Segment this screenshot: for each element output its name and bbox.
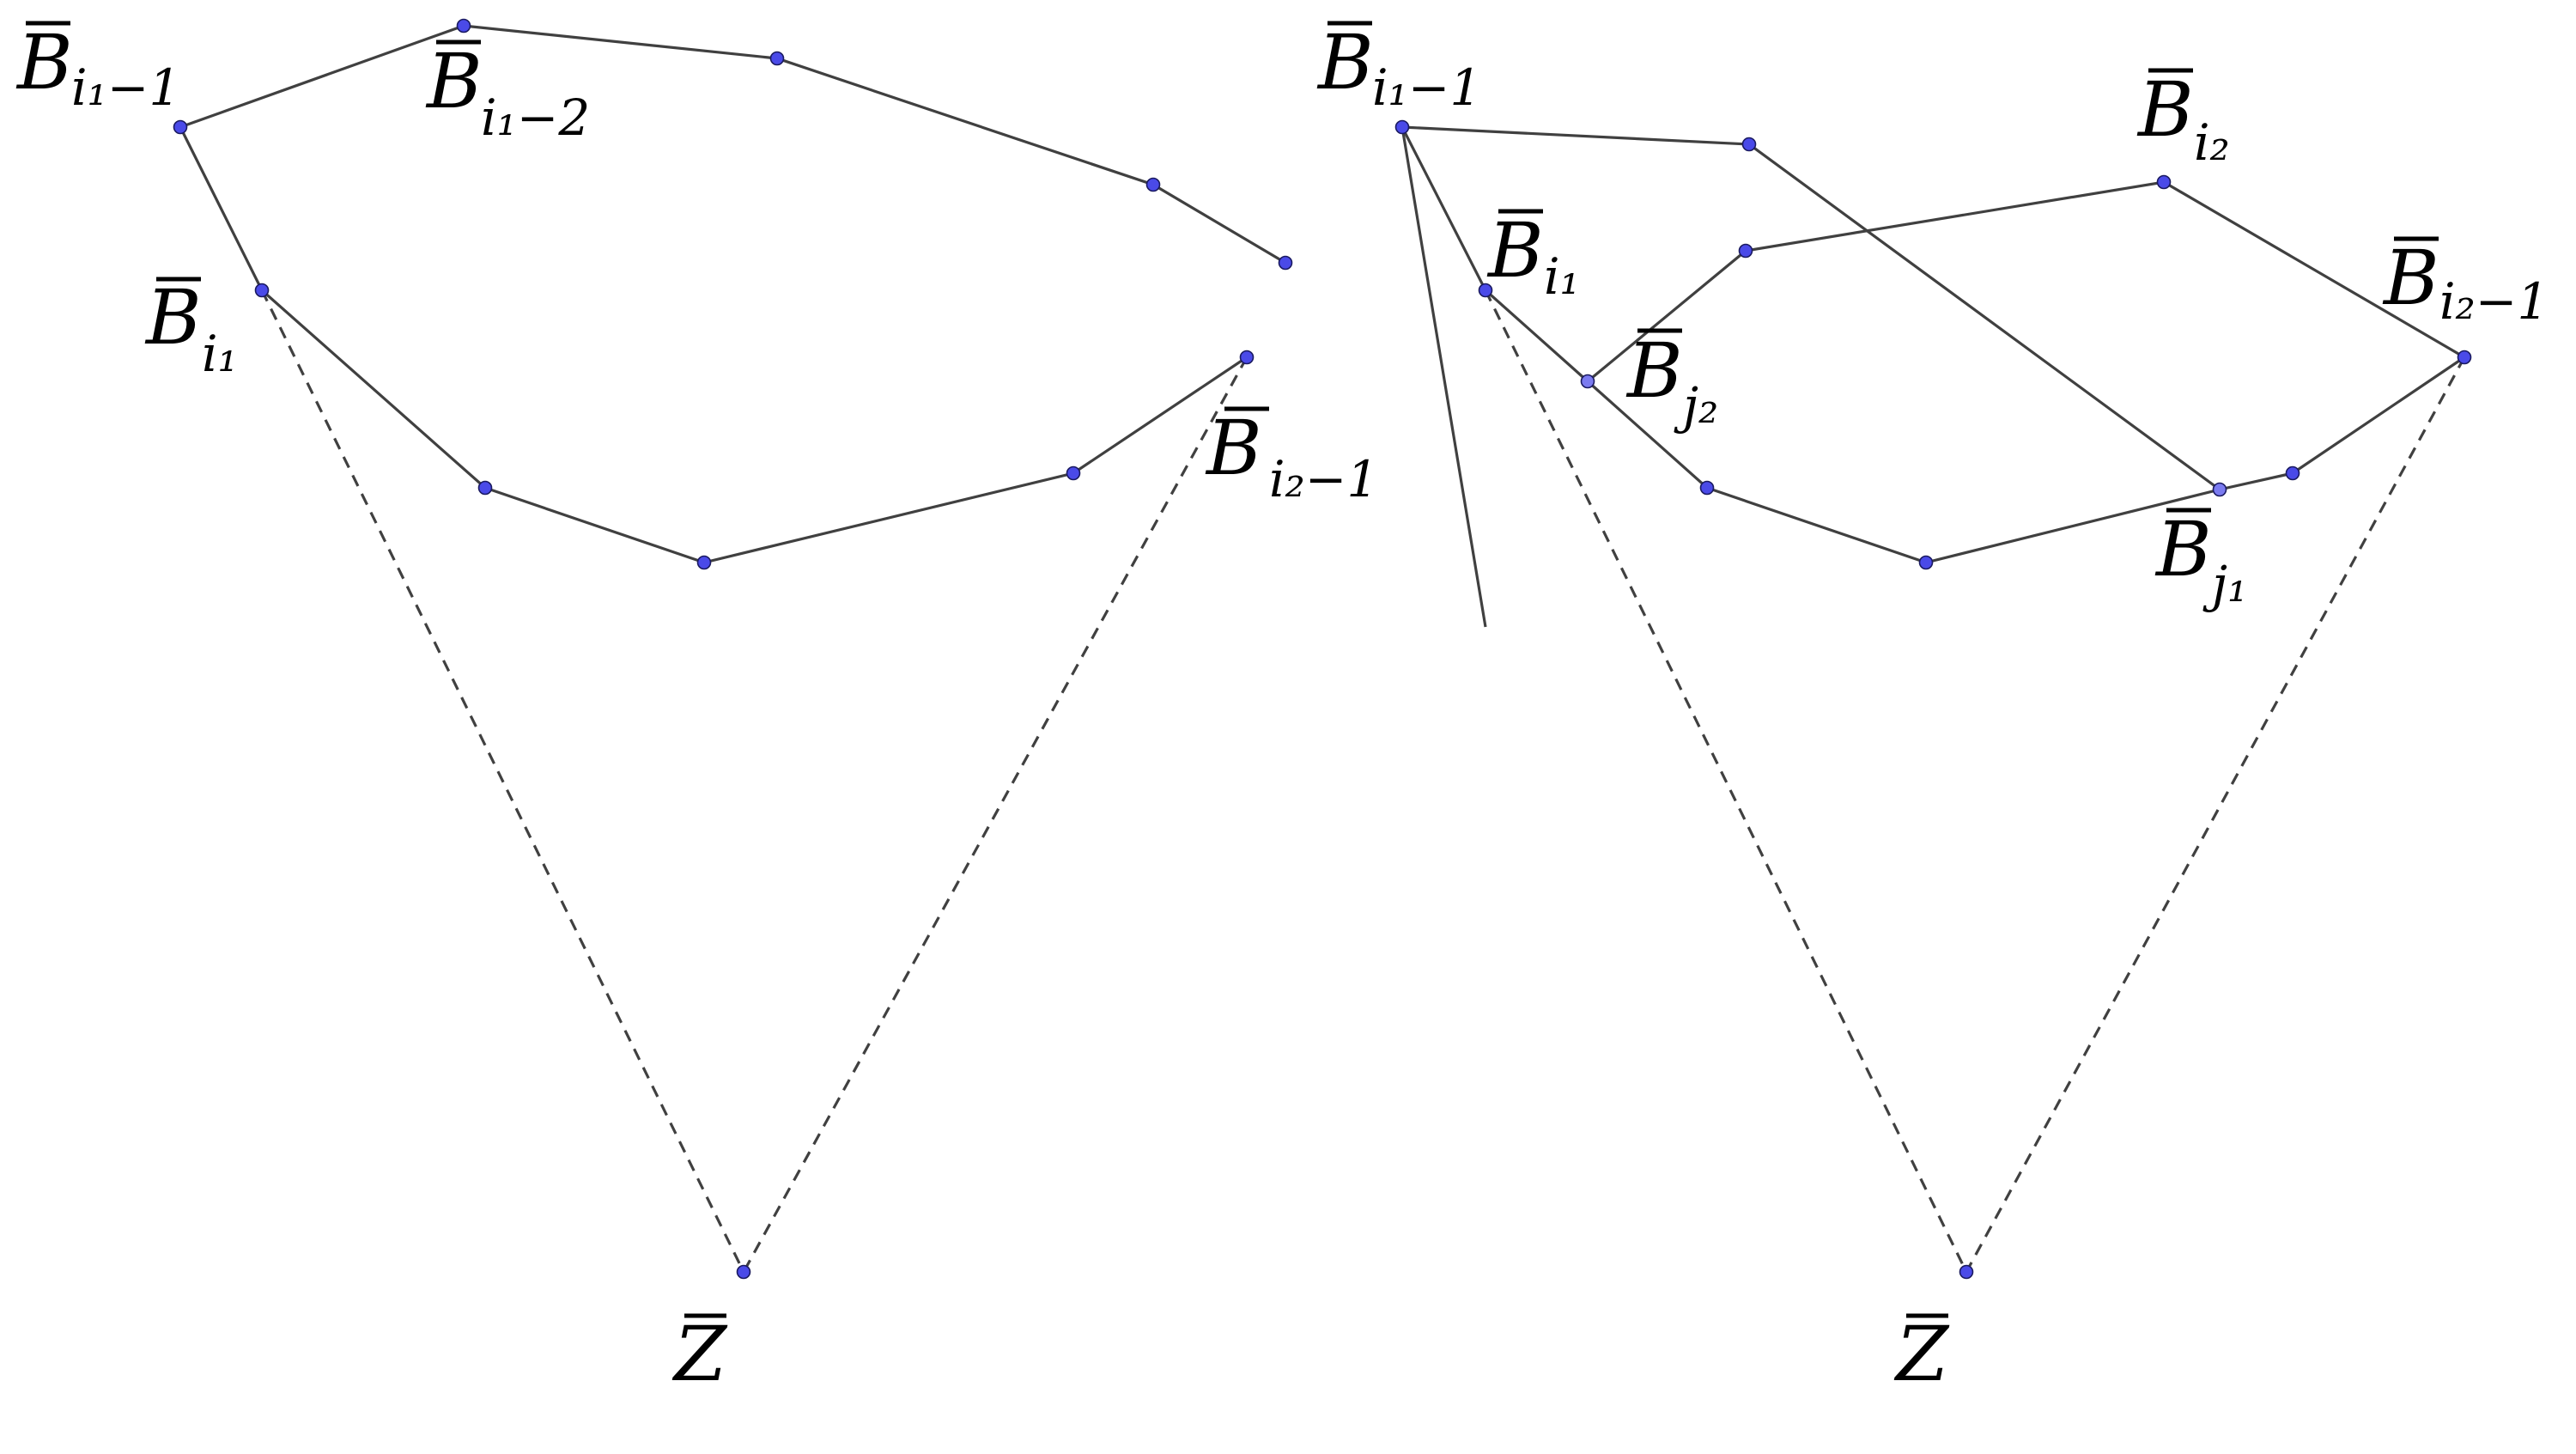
right-lower-chain bbox=[1400, 126, 2465, 564]
svg-text:Z: Z bbox=[1893, 1310, 1950, 1398]
left-point-b-i1 bbox=[254, 283, 270, 298]
right-point-lower-1 bbox=[1699, 480, 1715, 496]
svg-text:B: B bbox=[2154, 505, 2212, 593]
left-figure: B i₁−1 B i₁−2 B i₁ B i₂−1 Z bbox=[15, 18, 1378, 1398]
left-point-upper-4 bbox=[1145, 177, 1161, 192]
svg-text:B: B bbox=[144, 273, 202, 362]
right-point-b-j1 bbox=[2212, 482, 2227, 497]
right-label-b-i1: B i₁ bbox=[1486, 206, 1580, 306]
left-dashed-line-2 bbox=[742, 356, 1249, 1273]
right-dashed-line-1 bbox=[1484, 289, 1968, 1273]
right-point-b-i1-minus-1 bbox=[1394, 119, 1410, 135]
left-label-b-i1-minus-1: B i₁−1 bbox=[15, 18, 180, 117]
right-label-b-i2: B i₂ bbox=[2136, 65, 2230, 172]
right-point-b-i1 bbox=[1478, 283, 1493, 298]
left-point-b-i2-minus-1 bbox=[1239, 350, 1255, 365]
left-dashed-line-1 bbox=[260, 289, 745, 1273]
right-point-lower-4 bbox=[2285, 465, 2300, 481]
right-figure: B i₁−1 B i₁ B j₂ B i₂ B i₂−1 B j₁ bbox=[1316, 18, 2549, 1398]
left-point-lower-3 bbox=[696, 555, 712, 570]
svg-text:B: B bbox=[2382, 234, 2439, 322]
svg-text:i₁: i₁ bbox=[202, 325, 238, 383]
right-point-inner-2 bbox=[1738, 243, 1753, 259]
left-point-lower-2 bbox=[477, 480, 493, 496]
svg-text:B: B bbox=[1486, 206, 1544, 295]
right-dashed-line-2 bbox=[1965, 356, 2466, 1273]
svg-text:i₂−1: i₂−1 bbox=[1269, 450, 1378, 508]
svg-text:i₁−1: i₁−1 bbox=[1372, 58, 1481, 117]
svg-text:Z: Z bbox=[671, 1310, 728, 1398]
svg-text:i₂−1: i₂−1 bbox=[2439, 272, 2549, 331]
right-point-lower-2 bbox=[1918, 555, 1934, 570]
left-label-b-i2-minus-1: B i₂−1 bbox=[1205, 404, 1378, 508]
svg-text:i₂: i₂ bbox=[2194, 113, 2230, 172]
svg-text:B: B bbox=[1625, 326, 1683, 415]
right-label-b-i1-minus-1: B i₁−1 bbox=[1316, 18, 1481, 117]
left-point-b-i1-minus-1 bbox=[173, 119, 188, 135]
right-label-b-i2-minus-1: B i₂−1 bbox=[2382, 234, 2549, 331]
right-label-z: Z bbox=[1893, 1310, 1950, 1398]
left-label-b-i1-minus-2: B i₁−2 bbox=[425, 37, 590, 147]
svg-text:B: B bbox=[2136, 65, 2194, 154]
svg-text:B: B bbox=[15, 18, 73, 106]
right-label-b-j2: B j₂ bbox=[1625, 326, 1718, 435]
svg-text:i₁: i₁ bbox=[1544, 247, 1580, 306]
svg-text:B: B bbox=[425, 37, 483, 125]
left-label-b-i1: B i₁ bbox=[144, 273, 238, 383]
svg-text:B: B bbox=[1205, 404, 1262, 492]
right-top-chain bbox=[1400, 125, 2221, 628]
right-point-z bbox=[1959, 1264, 1974, 1280]
left-point-upper-3 bbox=[769, 51, 785, 66]
left-lower-chain bbox=[179, 126, 1248, 564]
svg-text:i₁−2: i₁−2 bbox=[481, 88, 590, 147]
right-point-top-2 bbox=[1741, 137, 1757, 152]
left-label-z: Z bbox=[671, 1310, 728, 1398]
svg-text:B: B bbox=[1316, 18, 1374, 106]
left-point-z bbox=[736, 1264, 751, 1280]
left-upper-chain bbox=[179, 24, 1286, 265]
right-label-b-j1: B j₁ bbox=[2154, 505, 2247, 613]
svg-text:i₁−1: i₁−1 bbox=[71, 58, 180, 117]
right-point-b-i2 bbox=[2156, 174, 2172, 190]
left-point-b-i1-minus-2 bbox=[456, 18, 471, 33]
right-inner-chain bbox=[1586, 180, 2465, 383]
right-point-b-i2-minus-1 bbox=[2457, 350, 2472, 365]
left-point-lower-4 bbox=[1066, 465, 1081, 481]
left-point-upper-5 bbox=[1278, 255, 1293, 271]
right-point-b-j2 bbox=[1580, 374, 1595, 389]
